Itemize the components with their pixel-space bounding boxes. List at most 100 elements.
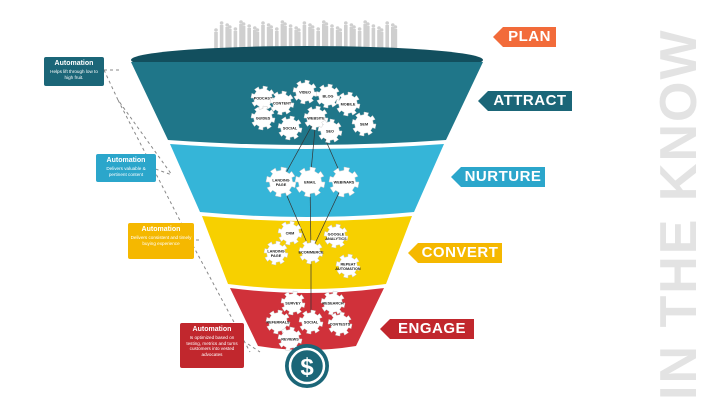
automation-description: Delivers valuable & pertinent content [106,166,146,177]
gear-label: CONTENT [273,102,292,106]
gear-label: LANDING [267,249,284,253]
person-silhouette [294,26,299,50]
gear-label: LANDING [272,178,289,182]
person-silhouette [269,25,274,50]
gear-label: SOCIAL [304,321,319,325]
person-silhouette [253,26,257,50]
person-silhouette [266,23,271,50]
gear-attract: BLOG [315,83,341,109]
gear-label: RESEARCH [322,302,344,306]
gear-label: BLOG [323,95,334,99]
gear-attract: SOCIAL [277,115,303,141]
person-silhouette [233,27,238,50]
person-silhouette [228,25,232,50]
gear-label: REVIEWS [281,338,299,342]
person-silhouette [352,25,356,50]
person-silhouette [239,20,243,50]
gear-nurture: WEBINARS [328,166,360,198]
gear-convert: CRM [277,220,303,246]
person-silhouette [338,28,343,50]
gear-attract: GUIDES [250,105,276,131]
side-logo-text: IN THE KNOW [652,28,702,400]
automation-box-nurture: Automation Delivers valuable & pertinent… [96,154,156,182]
person-silhouette [377,26,381,50]
person-silhouette [357,27,362,50]
gear-label: VIDEO [299,91,311,95]
gear-engage: REFERRALS [265,309,291,335]
gear-label: REFERRALS [266,321,290,325]
person-silhouette [275,27,279,50]
person-silhouette [335,26,340,50]
person-silhouette [363,20,368,50]
person-silhouette [280,20,285,50]
person-silhouette [379,28,384,50]
gear-engage: SOCIAL [298,309,324,335]
person-silhouette [366,22,370,50]
gear-attract: CONTENT [269,90,295,116]
automation-title: Automation [141,226,181,233]
gear-label: WEBINARS [334,181,355,185]
gear-attract: SEM [351,111,377,137]
gear-label: PAGE [276,183,287,187]
gear-label: ANALYTICS [325,237,347,241]
gear-label: SOCIAL [283,127,298,131]
money-icon: $ [285,344,329,388]
person-silhouette [219,21,224,50]
stage-tag-nurture: NURTURE [451,167,545,187]
person-silhouette [261,21,265,50]
automation-box-convert: Automation Delivers consistent and timel… [128,223,194,259]
gear-label: AUTOMATION [335,267,361,271]
person-silhouette [393,25,398,50]
automation-box-engage: Automation Is optimized based on testing… [180,323,244,368]
gear-attract: MOBILE [335,91,361,117]
automation-title: Automation [192,326,232,333]
automation-description: Is optimized based on testing, metrics a… [186,335,238,357]
gear-label: SEO [326,130,334,134]
gear-label: CONTESTS [330,323,351,327]
gear-label: SURVEY [285,302,301,306]
gear-label: PAGE [271,254,282,258]
person-silhouette [297,28,301,50]
automation-description: Delivers consistent and timely buying ex… [130,235,192,246]
gear-label: REPEAT [340,262,356,266]
stage-tag-attract: ATTRACT [478,91,572,111]
person-silhouette [283,22,287,50]
gear-label: GUIDES [256,117,271,121]
gear-engage: SURVEY [280,290,306,316]
automation-title: Automation [54,60,94,67]
funnel-band-attract [131,62,483,145]
person-silhouette [247,24,251,50]
automation-box-attract: Automation Helps lift through low to hig… [44,57,104,86]
person-silhouette [255,28,260,50]
crowd-silhouette [214,20,398,50]
gear-label: GOOGLE [328,232,345,236]
gear-attract: VIDEO [292,79,318,105]
person-silhouette [385,21,390,50]
automation-title: Automation [106,157,146,164]
gear-connection-lines [280,117,345,320]
stage-tag-convert: CONVERT [408,243,502,263]
stage-tag-plan: PLAN [493,27,556,47]
gear-label: SEM [360,123,368,127]
money-symbol: $ [300,354,314,381]
person-silhouette [349,23,354,50]
person-silhouette [310,25,315,50]
gear-label: WEBSITE [307,117,325,121]
gear-nurture: EMAIL [294,166,326,198]
gear-label: CRM [286,232,295,236]
gear-engage: RESEARCH [320,290,346,316]
person-silhouette [302,21,307,50]
person-silhouette [324,22,329,50]
gear-attract: SEO [317,118,343,144]
gear-engage: CONTESTS [327,311,353,337]
in-the-know-logo: IN THE KNOW [652,28,702,400]
stage-tag-engage: ENGAGE [380,319,474,339]
person-silhouette [288,24,293,50]
person-silhouette [316,27,321,50]
